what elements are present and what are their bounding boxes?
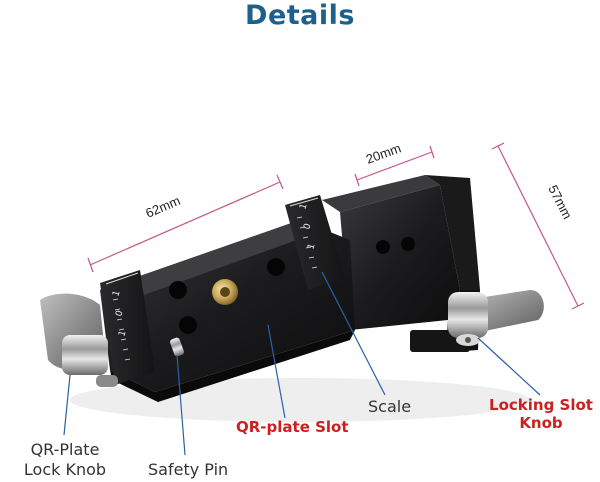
- page-title: Details: [245, 0, 355, 31]
- label-line: Knob: [519, 414, 563, 432]
- bracket-hole: [401, 237, 415, 251]
- label-line: QR-Plate: [30, 440, 100, 459]
- dim-label-20mm: 20mm: [364, 140, 403, 166]
- mount-hole: [267, 258, 285, 276]
- scale-numeral: 1: [111, 289, 122, 298]
- leader-qr-plate-slot: [267, 324, 286, 419]
- leader-lines: [63, 271, 541, 456]
- leader-qr-plate-lock-knob: [63, 374, 71, 436]
- dim-line-20mm: [356, 151, 433, 181]
- dim-label-62mm: 62mm: [143, 193, 182, 221]
- clamp-base: [100, 220, 355, 402]
- locking-slot-knob: [448, 290, 544, 346]
- scale-numeral: 1: [306, 242, 317, 251]
- leader-safety-pin: [176, 354, 186, 456]
- scale-numeral: 0: [302, 222, 313, 231]
- dim-line-57mm: [497, 145, 579, 307]
- scale-numeral: 0: [114, 309, 125, 318]
- label-line: Locking Slot: [489, 396, 593, 414]
- scale-ticks: [112, 216, 318, 361]
- label-qr-plate-slot: QR-plate Slot: [236, 418, 349, 436]
- scale-numerals: 1 0 1 1 0 1: [111, 202, 317, 338]
- scale-strip-rear: [285, 195, 345, 290]
- scale-strip-front: [100, 270, 155, 385]
- label-scale: Scale: [368, 397, 412, 416]
- leader-scale: [321, 271, 386, 396]
- scale-numeral: 1: [298, 202, 309, 211]
- bracket-hole: [376, 240, 390, 254]
- safety-pin: [170, 337, 184, 357]
- threaded-hole-center: [220, 287, 230, 297]
- label-safety-pin: Safety Pin: [148, 460, 229, 479]
- label-locking-slot-knob: Locking Slot Knob: [485, 396, 597, 432]
- dimension-lines: [87, 142, 585, 310]
- label-line: Lock Knob: [23, 460, 107, 479]
- qr-plate-lock-knob: [40, 293, 118, 387]
- mount-hole: [169, 281, 187, 299]
- dim-line-62mm: [89, 181, 281, 266]
- dim-label-57mm: 57mm: [545, 183, 575, 222]
- scale-numeral: 1: [117, 329, 128, 338]
- label-qr-plate-lock-knob: QR-Plate Lock Knob: [10, 440, 120, 480]
- leader-locking-slot-knob: [477, 337, 541, 396]
- mount-hole: [179, 316, 197, 334]
